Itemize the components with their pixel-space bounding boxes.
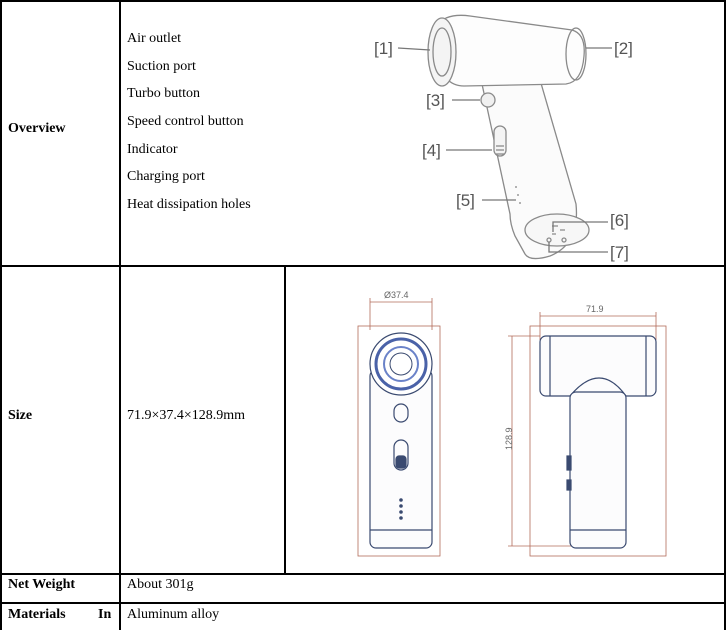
feature-speed-control: Speed control button <box>127 114 244 130</box>
dim-diameter: Ø37.4 <box>384 290 409 300</box>
feature-heat-holes: Heat dissipation holes <box>127 197 251 213</box>
row-divider-weight <box>0 602 726 604</box>
size-dimension-drawing: Ø37.4 71.9 128.9 <box>357 290 667 557</box>
callout-4: [4] <box>422 141 441 160</box>
feature-turbo-button: Turbo button <box>127 86 201 102</box>
callout-7: [7] <box>610 243 629 262</box>
row-divider-size <box>0 573 726 575</box>
callout-1: [1] <box>374 39 393 58</box>
callout-6: [6] <box>610 211 629 230</box>
feature-charging-port: Charging port <box>127 169 205 185</box>
callout-3: [3] <box>426 91 445 110</box>
feature-list: Air outlet Suction port Turbo button Spe… <box>127 29 251 223</box>
feature-suction-port: Suction port <box>127 58 196 74</box>
overview-device-illustration: [1] [2] [3] [4] [5] [6] [7] <box>374 14 633 262</box>
table-divider-size-col <box>284 266 286 574</box>
table-border-left <box>0 0 2 630</box>
callout-5: [5] <box>456 191 475 210</box>
size-value: 71.9×37.4×128.9mm <box>127 408 246 423</box>
overview-label: Overview <box>8 121 66 136</box>
dim-height: 128.9 <box>504 427 514 450</box>
materials-label: Materials <box>8 607 66 622</box>
size-label: Size <box>8 408 33 423</box>
materials-label-suffix: In <box>98 607 112 622</box>
callout-2: [2] <box>614 39 633 58</box>
table-border-top <box>0 0 726 2</box>
net-weight-label: Net Weight <box>8 577 76 592</box>
feature-indicator: Indicator <box>127 141 178 157</box>
net-weight-value: About 301g <box>127 577 194 592</box>
row-divider-overview <box>0 265 726 267</box>
materials-value: Aluminum alloy <box>127 607 220 622</box>
dim-width: 71.9 <box>586 304 604 314</box>
feature-air-outlet: Air outlet <box>127 31 182 46</box>
table-divider-label-col <box>119 0 121 630</box>
table-border-right <box>724 0 726 630</box>
